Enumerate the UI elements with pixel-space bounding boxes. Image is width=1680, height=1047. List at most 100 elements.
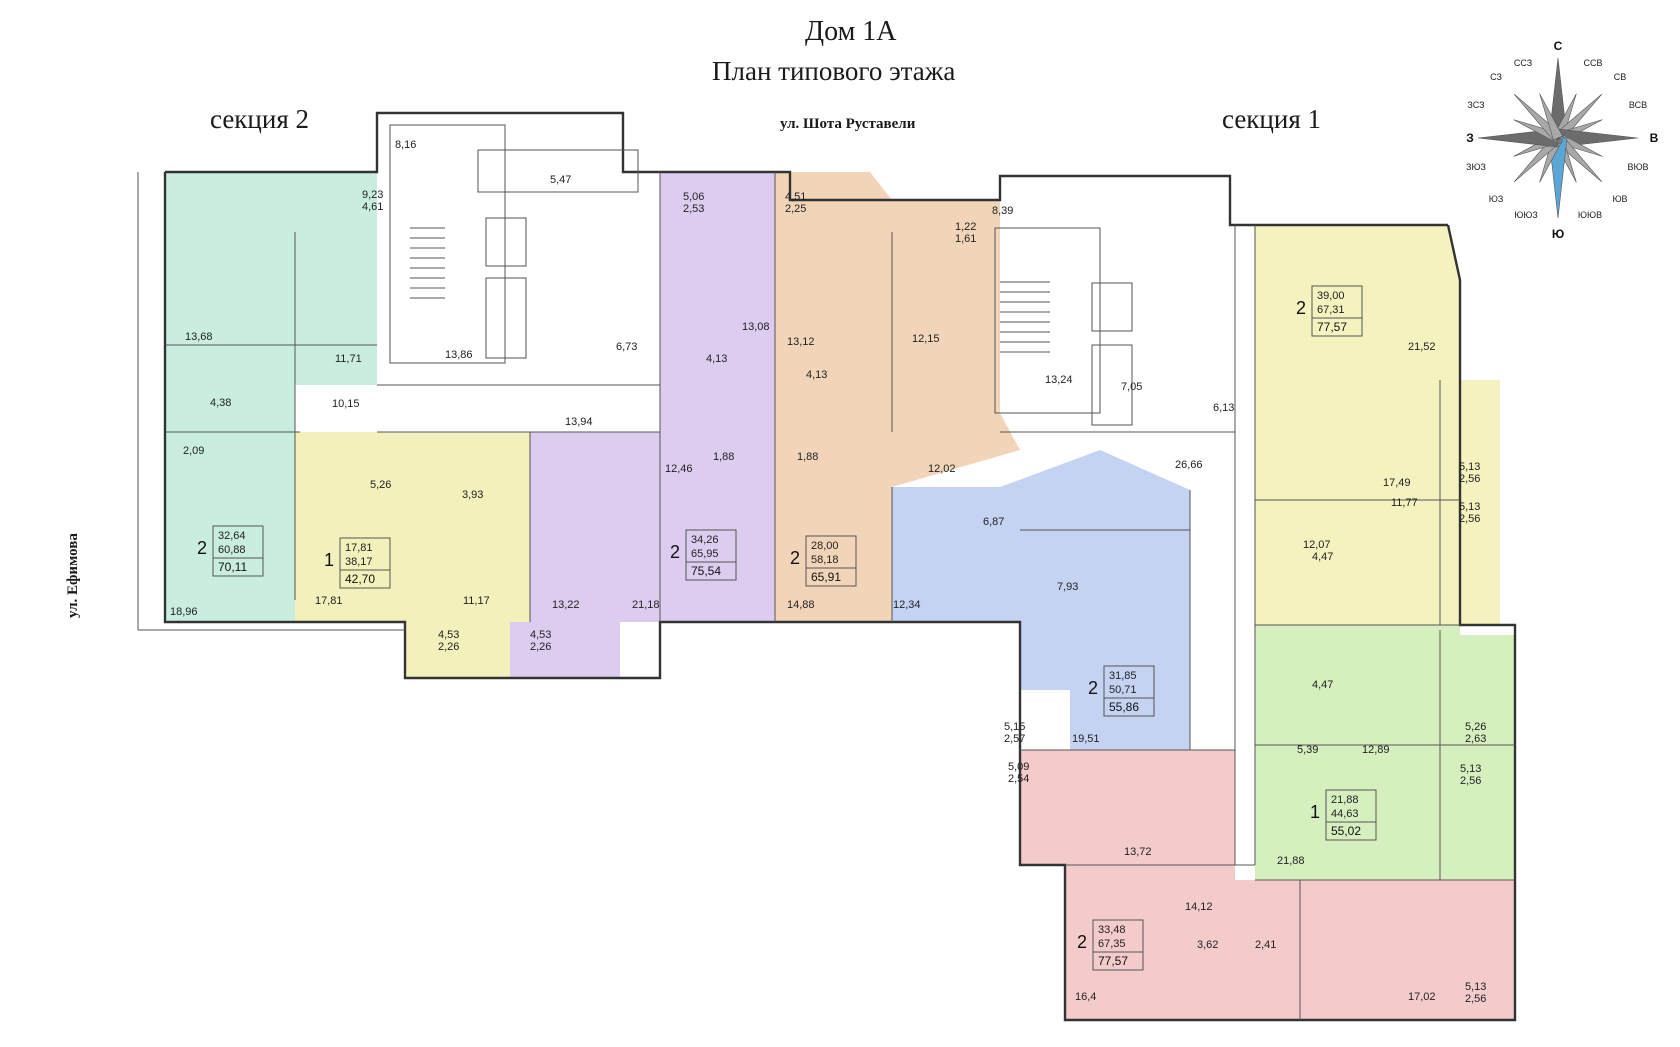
room-area-label: 12,46 [665,463,693,475]
room-area-label: 9,23 [362,189,383,201]
room-area-label: 13,22 [552,599,580,611]
room-area-label: 2,56 [1460,775,1481,787]
apartment-living-area: 28,00 [811,540,839,552]
compass-label-se: ЮВ [1612,194,1627,204]
room-area-label: 13,68 [185,331,213,343]
room-area-label: 5,13 [1460,763,1481,775]
stairs-sec2 [410,227,445,299]
section-2-label: секция 2 [210,104,309,134]
apartment-total-living-area: 67,31 [1317,304,1345,316]
apartment-total-living-area: 38,17 [345,556,373,568]
room-area-label: 5,39 [1297,744,1318,756]
room-area-label: 4,38 [210,397,231,409]
apartment-total-area: 77,57 [1317,320,1347,334]
apartment-zone-8 [1020,750,1515,1020]
room-area-label: 7,93 [1057,581,1078,593]
room-area-label: 5,13 [1459,501,1480,513]
apartment-zone-4 [775,172,1020,622]
apartment-rooms-count: 2 [670,542,680,562]
room-area-label: 3,93 [462,489,483,501]
room-area-label: 26,66 [1175,459,1203,471]
apartment-total-area: 55,86 [1109,700,1139,714]
room-area-label: 21,18 [632,599,660,611]
apartment-living-area: 17,81 [345,542,373,554]
compass-label-sse: ЮЮВ [1578,210,1602,220]
room-area-label: 2,54 [1008,773,1029,785]
apartment-rooms-count: 2 [197,538,207,558]
apartment-total-living-area: 44,63 [1331,808,1359,820]
compass-label-e: В [1650,131,1659,145]
room-area-label: 2,63 [1465,733,1486,745]
room-area-label: 17,02 [1408,991,1436,1003]
room-area-label: 19,51 [1072,733,1100,745]
room-area-label: 17,81 [315,595,343,607]
room-area-label: 2,26 [438,641,459,653]
room-area-label: 13,94 [565,416,593,428]
room-area-label: 13,86 [445,349,473,361]
room-area-label: 4,61 [362,201,383,213]
room-area-label: 13,08 [742,321,770,333]
section-1-label: секция 1 [1222,104,1321,134]
room-area-label: 12,15 [912,333,940,345]
apartment-total-area: 42,70 [345,572,375,586]
room-area-label: 6,73 [616,341,637,353]
room-area-label: 12,89 [1362,744,1390,756]
room-area-label: 8,16 [395,139,416,151]
compass-label-nne: ССВ [1583,58,1602,68]
room-area-label: 14,12 [1185,901,1213,913]
compass-label-sw: ЮЗ [1489,194,1504,204]
compass-label-nnw: ССЗ [1514,58,1532,68]
room-area-label: 2,57 [1004,733,1025,745]
compass-label-w: З [1466,131,1474,145]
room-area-label: 2,41 [1255,939,1276,951]
compass-label-ssw: ЮЮЗ [1514,210,1538,220]
room-area-label: 5,13 [1459,461,1480,473]
street-north-label: ул. Шота Руставели [780,116,916,132]
room-area-label: 17,49 [1383,477,1411,489]
room-area-label: 21,52 [1408,341,1436,353]
compass-label-n: С [1554,39,1563,53]
room-area-label: 2,25 [785,203,806,215]
walls [137,111,1517,1022]
page-title: Дом 1А [805,16,897,47]
apartment-rooms-count: 1 [1310,802,1320,822]
room-area-label: 5,09 [1008,761,1029,773]
apartment-info-2: 1 17,81 38,17 42,70 [324,537,391,589]
room-area-label: 2,53 [683,203,704,215]
room-area-label: 18,96 [170,606,198,618]
room-area-label: 12,34 [893,599,921,611]
room-area-label: 5,15 [1004,721,1025,733]
apartment-living-area: 31,85 [1109,670,1137,682]
apartment-zone-2 [295,432,530,678]
room-area-label: 5,13 [1465,981,1486,993]
room-area-label: 10,15 [332,398,360,410]
apartment-rooms-count: 1 [324,550,334,570]
apartment-zone-7 [1255,625,1515,880]
apartment-total-area: 55,02 [1331,824,1361,838]
room-area-label: 5,47 [550,174,571,186]
room-area-label: 1,88 [713,451,734,463]
apartment-zone-3 [510,172,775,678]
room-area-label: 11,77 [1391,497,1418,509]
room-area-label: 6,13 [1213,402,1234,414]
room-area-label: 2,26 [530,641,551,653]
room-area-label: 2,56 [1459,513,1480,525]
room-area-label: 13,12 [787,336,815,348]
stairs-sec1 [1000,281,1050,353]
apartment-total-living-area: 65,95 [691,548,719,560]
compass-ray-nnw [1539,93,1564,141]
room-area-label: 1,22 [955,221,976,233]
apartment-total-area: 77,57 [1098,954,1128,968]
room-area-label: 3,62 [1197,939,1218,951]
room-area-label: 5,06 [683,191,704,203]
apartment-zone-1 [165,172,377,622]
room-area-label: 13,72 [1124,846,1152,858]
